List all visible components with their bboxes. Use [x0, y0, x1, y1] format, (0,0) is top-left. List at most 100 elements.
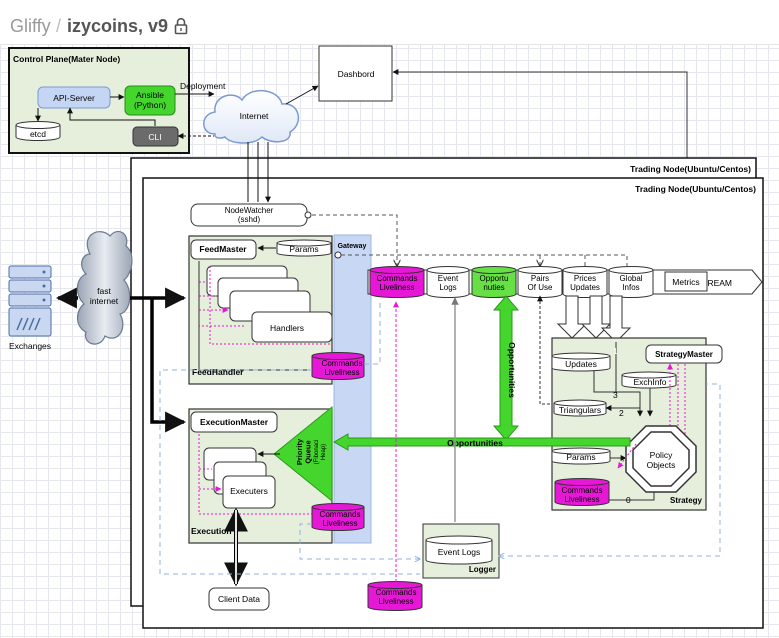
executers-label: Executers [230, 486, 268, 496]
triangulars-cylinder[interactable] [553, 399, 607, 417]
nodewatcher-label: NodeWatcher(sshd) [225, 206, 274, 224]
params-cylinder-feed[interactable] [276, 239, 332, 257]
handlers-label: Handlers [270, 323, 304, 333]
global-down-arrow [600, 295, 632, 343]
feed-stream-route [364, 302, 381, 365]
updates-to-policy-link [593, 371, 643, 417]
execution-label: Execution [191, 526, 232, 536]
pairs-to-triangulars-link [537, 295, 552, 405]
feedmaster-box[interactable] [190, 239, 257, 260]
client-data-label: Client Data [218, 594, 260, 604]
global-infos-db[interactable] [608, 266, 654, 298]
ansible-box[interactable] [124, 85, 176, 116]
trading-node-inner-label: Trading Node(Ubuntu/Centos) [635, 184, 756, 194]
etcd-label: etcd [30, 129, 46, 139]
opportunities-vertical-label: Opportunities [507, 342, 517, 398]
gateway-label: Gateway [338, 243, 367, 250]
params-feed-label: Params [289, 244, 318, 254]
architecture-diagram: Control Plane(Mater Node) API-Server Ans… [8, 45, 764, 629]
dashboard-label: Dashbord [338, 69, 375, 79]
params-strategy-label: Params [566, 452, 595, 462]
gateway-port [334, 251, 342, 259]
opportunities-horizontal-arrow [332, 433, 631, 451]
client-data-box[interactable] [208, 587, 270, 611]
api-server-label: API-Server [53, 93, 95, 103]
execution-master-box[interactable] [190, 411, 278, 433]
control-plane-label: Control Plane(Mater Node) [13, 54, 120, 64]
policy-objects-octagon[interactable] [625, 425, 697, 493]
event-logs-label: Event Logs [438, 547, 481, 557]
dashboard-box[interactable] [318, 45, 393, 102]
nodewatcher-port [304, 211, 312, 219]
execution-master-label: ExecutionMaster [200, 417, 269, 427]
title-separator: / [56, 16, 62, 36]
updates-label: Updates [565, 359, 597, 369]
policy-magenta-link [617, 443, 637, 469]
commands-liveliness-feed[interactable] [311, 352, 365, 380]
cli-label: CLI [148, 132, 161, 142]
to-execution-arrow [150, 298, 187, 433]
updates-cylinder[interactable] [551, 352, 611, 372]
fast-internet-cloud[interactable] [76, 231, 133, 345]
num-0: 0 [626, 495, 631, 505]
etcd-cylinder[interactable] [15, 121, 61, 141]
internet-to-nodewatcher-arrowheads [247, 194, 268, 202]
cli-to-api-arrow [67, 107, 156, 126]
gateway-to-stream-links [341, 254, 628, 266]
internet-to-nodewatcher-lines [247, 142, 269, 202]
commands-liveliness-execution[interactable] [311, 503, 365, 531]
strategy-label: Strategy [670, 496, 703, 505]
priority-queue-label: PriorityQueue [295, 438, 313, 465]
commands-liveliness-strategy[interactable] [554, 478, 610, 506]
exch-info-cylinder[interactable] [621, 371, 677, 389]
exchanges-server-icon[interactable] [8, 265, 52, 337]
metrics-label: Metrics [672, 277, 699, 287]
internet-to-dashboard-arrow [285, 85, 319, 105]
internet-cloud[interactable] [203, 90, 300, 144]
control-plane-group: Control Plane(Mater Node) API-Server Ans… [8, 47, 226, 154]
prices-updates-db[interactable] [562, 266, 608, 298]
gateway-column[interactable] [333, 234, 372, 544]
app-brand[interactable]: Gliffy [10, 16, 51, 36]
liveliness-log-route [159, 369, 420, 575]
logger-label: Logger [469, 565, 496, 574]
document-title[interactable]: izycoins, v9 [67, 16, 169, 36]
priority-queue-triangle[interactable] [273, 405, 333, 503]
strategy-log-route [499, 383, 721, 556]
event-logs-db[interactable] [426, 266, 470, 298]
event-logs-cylinder[interactable] [425, 535, 493, 565]
liveliness-policy-link [609, 492, 655, 501]
commands-liveliness-stream[interactable] [369, 266, 425, 298]
deployment-label: Deployment [180, 81, 226, 91]
num-2: 2 [619, 408, 624, 418]
num-1: 1 [613, 346, 618, 356]
opportunities-db[interactable] [471, 266, 517, 298]
top-bar: Gliffy / izycoins, v9 [0, 0, 779, 45]
handlers-stack[interactable] [206, 265, 333, 343]
exch-info-label: ExchInfo [633, 377, 666, 387]
num-3: 3 [613, 390, 618, 400]
commands-liveliness-bottom[interactable] [367, 581, 423, 611]
handler-liveliness-link [209, 266, 330, 345]
feedmaster-label: FeedMaster [199, 244, 247, 254]
feedhandler-label: FeedHandler [192, 367, 244, 377]
metrics-box[interactable] [664, 271, 708, 292]
strategy-master-label: StrategyMaster [655, 350, 713, 359]
lock-icon[interactable] [174, 17, 188, 35]
opportunities-horizontal-label: Opportunities [447, 438, 503, 448]
execution-log-route [299, 523, 420, 559]
params-cylinder-strategy[interactable] [551, 447, 611, 465]
priority-queue-sub-label: (FibonaciHeap) [314, 440, 327, 465]
execution-master-links [198, 434, 320, 515]
